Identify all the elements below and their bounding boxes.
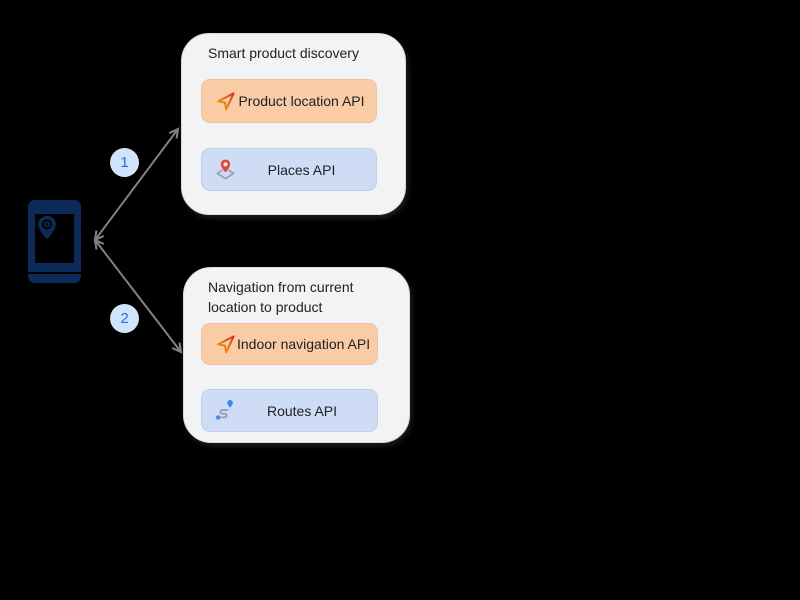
arrow-device-to-navigation — [93, 238, 183, 354]
chip-label: Product location API — [238, 93, 365, 109]
chip-label: Routes API — [266, 402, 338, 419]
chip-routes-api: Routes API — [201, 389, 378, 432]
card-navigation-to-product: Navigation from current location to prod… — [183, 267, 410, 443]
phone-chin-divider — [28, 272, 81, 274]
card-title-line: Navigation from current — [208, 279, 354, 295]
card-title: Navigation from current location to prod… — [208, 277, 354, 317]
map-pin-icon — [216, 158, 235, 180]
step-badge-2: 2 — [110, 304, 139, 333]
chip-label: Places API — [267, 161, 336, 178]
route-icon — [215, 399, 233, 420]
card-title: Smart product discovery — [208, 43, 359, 63]
step-badge-1: 1 — [110, 148, 139, 177]
mobile-device — [28, 200, 81, 283]
chip-indoor-navigation-api: Indoor navigation API — [201, 323, 378, 365]
navigation-arrow-icon — [217, 91, 235, 110]
phone-location-pin-icon — [38, 215, 56, 240]
chip-product-location-api: Product location API — [201, 79, 377, 123]
chip-places-api: Places API — [201, 148, 377, 191]
chip-label: Indoor navigation API — [237, 336, 371, 352]
card-title-line: location to product — [208, 299, 323, 315]
card-smart-product-discovery: Smart product discovery Product location… — [181, 33, 406, 215]
navigation-arrow-icon — [217, 334, 235, 353]
arrow-device-to-discovery — [93, 127, 180, 242]
card-title-line: Smart product discovery — [208, 45, 359, 61]
